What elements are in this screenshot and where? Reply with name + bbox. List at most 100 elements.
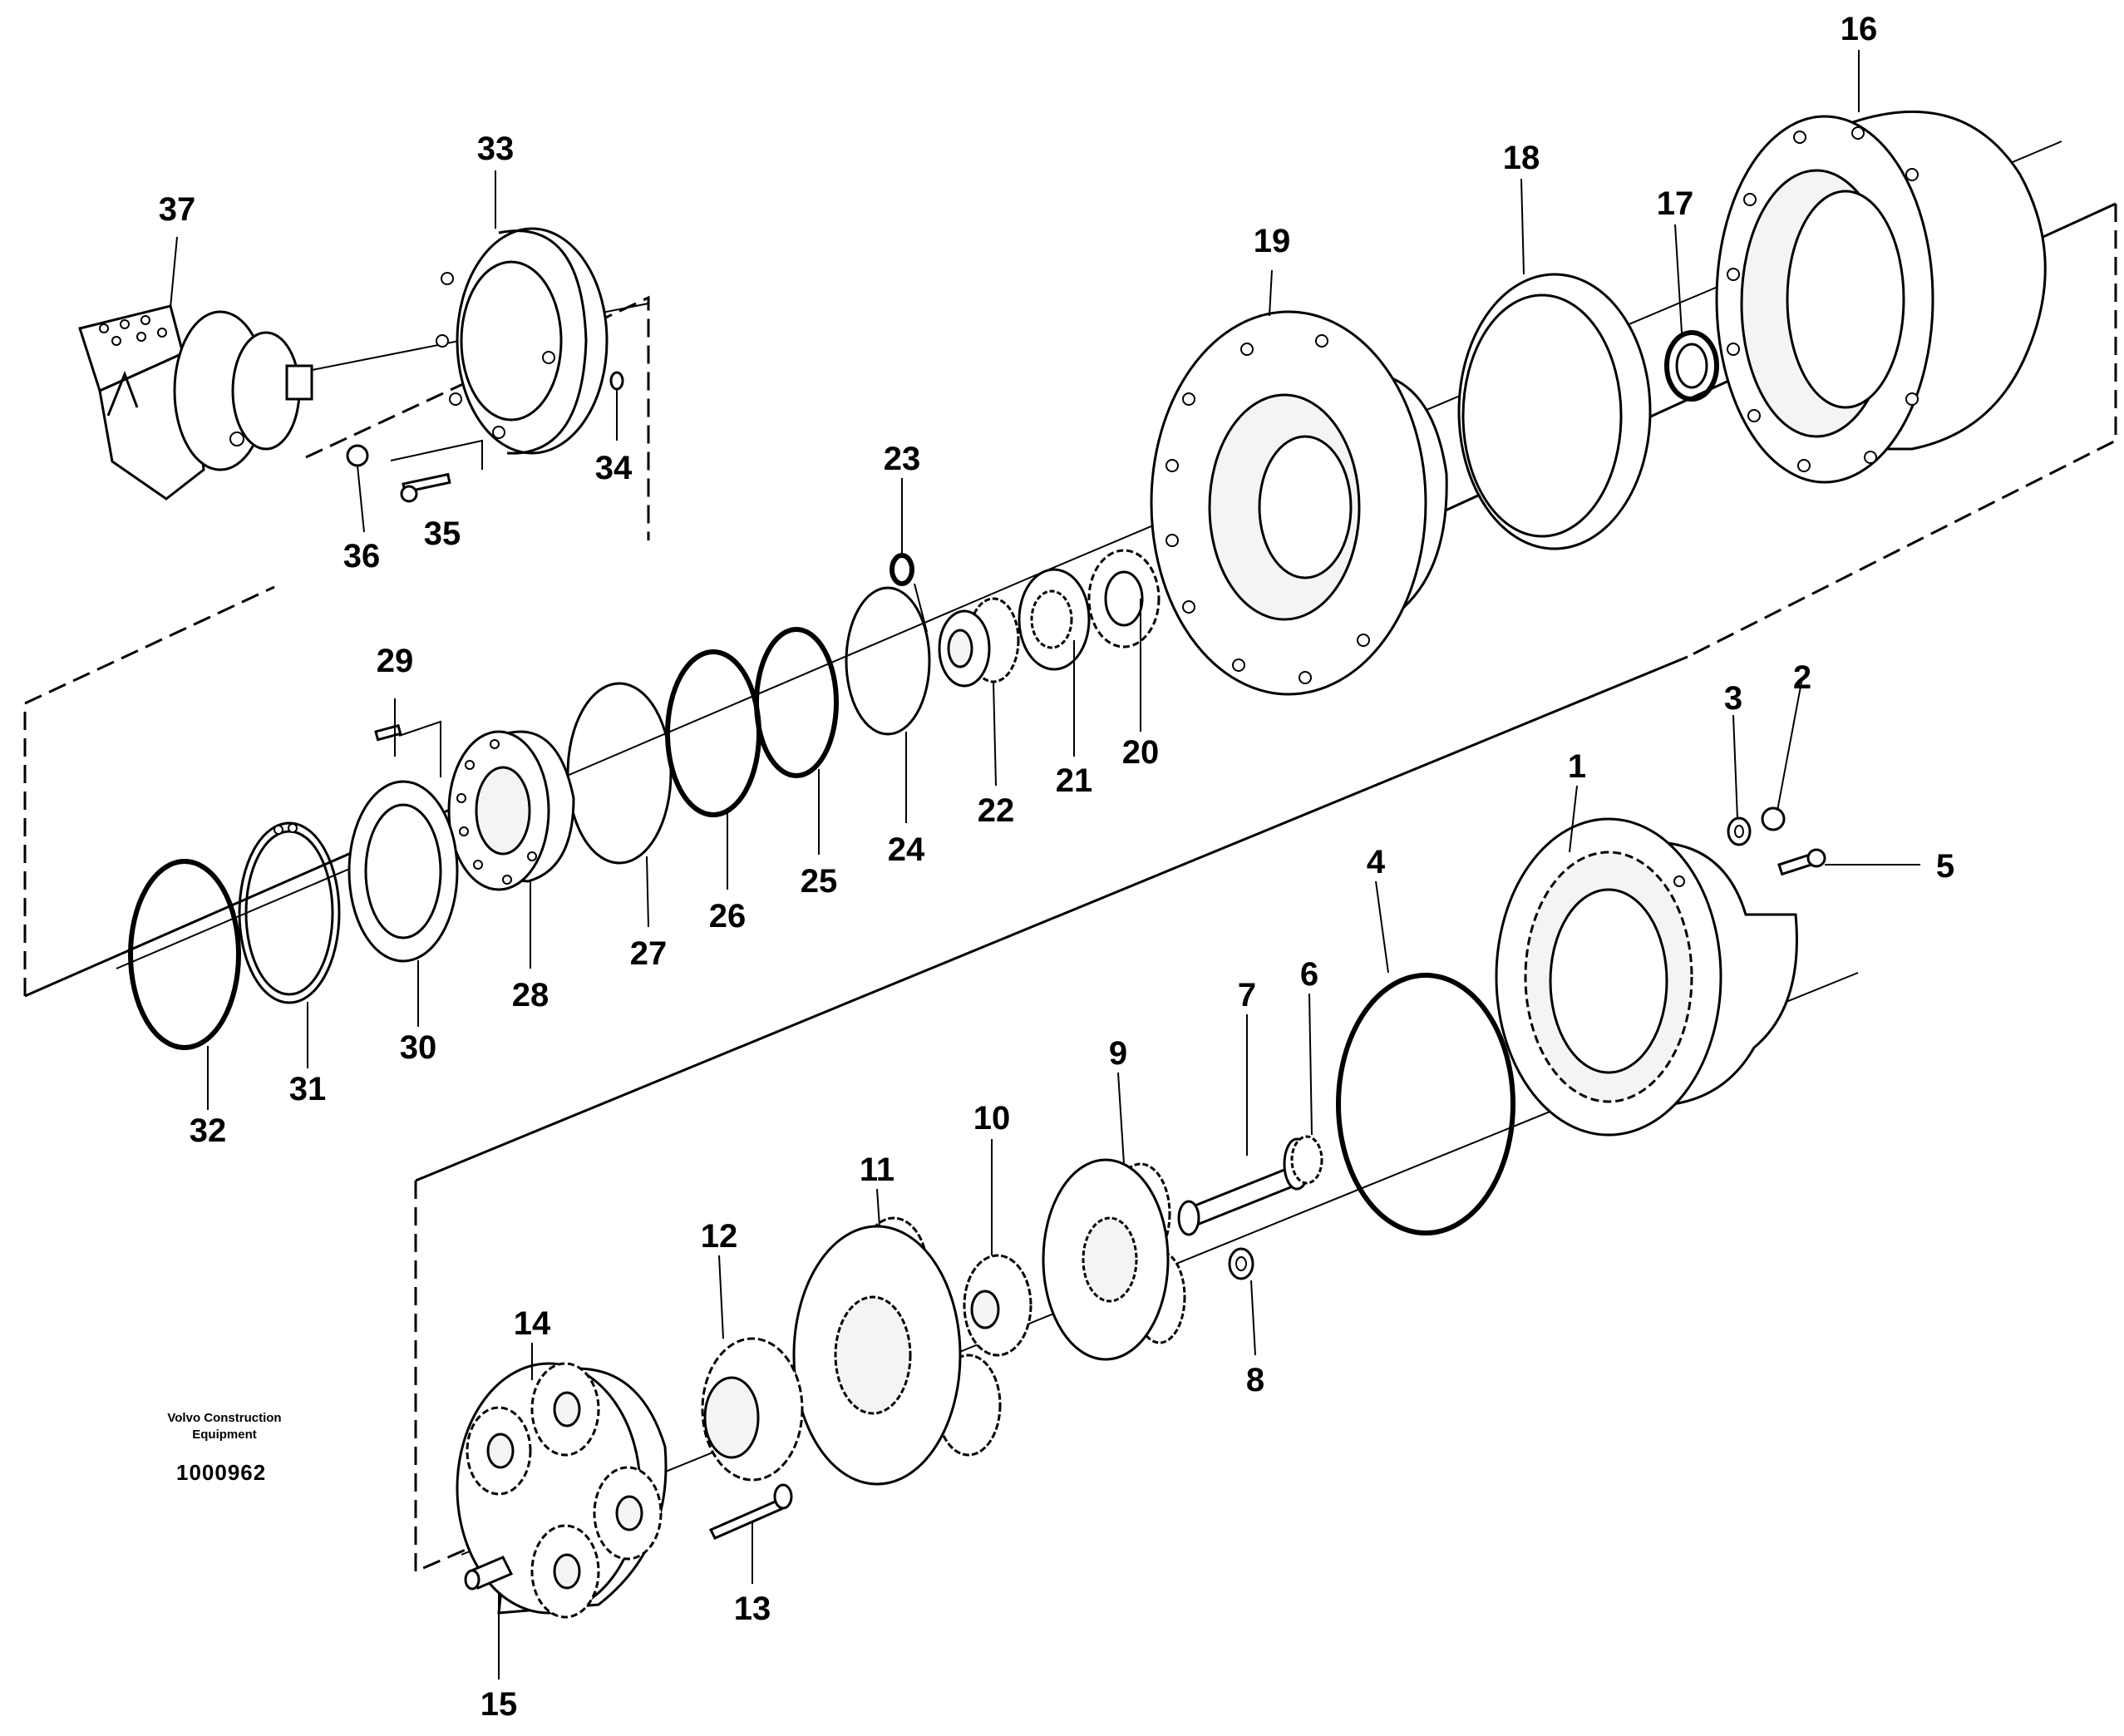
spindle-bolt-hole: [1165, 459, 1179, 472]
callout-11: 11: [860, 1152, 894, 1188]
callout-10: 10: [973, 1100, 1011, 1137]
frame-motor-group: [305, 295, 650, 540]
leader-19: [1269, 269, 1273, 317]
part-21-spline-washer: [1018, 568, 1091, 671]
hub-bolt-hole: [1905, 168, 1919, 181]
part-24-ring: [845, 586, 931, 736]
document-caption: Volvo Construction Equipment 1000962: [167, 1411, 281, 1485]
port-hole: [99, 323, 109, 333]
part-7-shaft: [1177, 1135, 1323, 1236]
plug: [1761, 806, 1786, 831]
part-19-spindle: [1150, 310, 1448, 696]
part-36-nut: [346, 444, 369, 533]
leader-1: [1569, 785, 1578, 853]
carrier-hole: [465, 760, 475, 770]
callout-15: 15: [480, 1686, 518, 1723]
part-16-hub-housing: [1715, 110, 2047, 484]
part-1-ring-gear-housing: [1495, 817, 1798, 1137]
callout-28: 28: [512, 977, 549, 1013]
callout-25: 25: [801, 863, 838, 900]
callout-24: 24: [888, 831, 925, 868]
washer-spline: [1030, 589, 1073, 649]
washer-hole: [1104, 570, 1144, 627]
part-10-sun-gear: [963, 1254, 1032, 1357]
port-hole: [140, 315, 150, 325]
callout-23: 23: [884, 441, 921, 477]
callout-30: 30: [400, 1029, 437, 1066]
hub-bolt-hole: [1743, 193, 1757, 206]
carrier-spline: [1082, 1216, 1138, 1303]
leader-22: [993, 681, 997, 787]
spindle-bolt-hole: [1299, 671, 1312, 684]
part-2-plug: [1761, 806, 1786, 831]
part-12-sun-gear: [701, 1337, 804, 1482]
leader-27: [646, 856, 649, 928]
callout-6: 6: [1300, 956, 1318, 993]
leader-18: [1520, 178, 1525, 275]
axis-middle-left: [116, 573, 1040, 969]
bolt-hole: [542, 351, 555, 364]
part-15-pin: [464, 1556, 514, 1591]
screw-head: [1806, 848, 1826, 868]
frame-lower-diagonal: [415, 655, 1688, 1182]
part-26-ring: [665, 649, 761, 817]
part-33-flange-ring: [436, 227, 609, 455]
carrier-hole: [502, 875, 512, 885]
hub-bolt-hole: [1727, 268, 1740, 281]
leader-9: [1117, 1072, 1125, 1165]
callout-labels: 16 33 18 37 17 19 34 23 35 36 29 2 3 20 …: [159, 11, 1954, 1723]
callout-14: 14: [514, 1305, 551, 1342]
spindle-inner: [1258, 435, 1353, 579]
leader-29-bracket: [398, 720, 441, 777]
motor-shaft-spline: [285, 364, 313, 401]
carrier-hole: [473, 860, 483, 870]
hub-spline-bore: [1786, 190, 1905, 409]
housing-bore: [1549, 888, 1668, 1074]
hub-bolt-hole: [1851, 126, 1865, 140]
carrier-hole: [456, 793, 466, 803]
leader-8: [1250, 1280, 1256, 1356]
flange-rim: [498, 229, 588, 455]
part-20-toothed-washer: [1087, 549, 1161, 649]
bolt-head: [773, 1483, 793, 1510]
callout-9: 9: [1109, 1035, 1127, 1072]
part-35-screw: [390, 439, 483, 503]
flange-bore: [460, 260, 563, 422]
housing-hole: [1673, 875, 1685, 887]
hub-bolt-hole: [1793, 131, 1806, 144]
port-hole: [157, 328, 167, 338]
leader-2: [1777, 677, 1803, 811]
callout-34: 34: [595, 450, 633, 486]
callout-19: 19: [1254, 223, 1291, 259]
gear-bore: [947, 629, 973, 668]
spindle-bolt-hole: [1165, 534, 1179, 547]
snap-ring-eye: [288, 823, 298, 833]
spindle-bolt-hole: [1315, 334, 1328, 348]
leader-37: [170, 236, 178, 308]
hub-bolt-hole: [1905, 392, 1919, 406]
carrier-hole: [527, 851, 537, 861]
callout-22: 22: [978, 792, 1015, 829]
part-14-planetary-assembly: [456, 1362, 668, 1619]
callout-7: 7: [1238, 977, 1256, 1013]
part-5-screw: [1777, 848, 1826, 876]
carrier-hole: [459, 826, 469, 836]
carrier-bore: [475, 766, 531, 856]
pin: [374, 723, 402, 742]
port-hole: [136, 332, 146, 342]
snap-ring-outer: [238, 821, 341, 1004]
carrier-hole: [490, 739, 500, 749]
bolt-hole: [449, 392, 462, 406]
seal-outer: [1664, 330, 1719, 402]
part-6-shaft-gear: [1290, 1135, 1323, 1185]
leader-12: [718, 1255, 724, 1339]
part-22-gear: [938, 597, 1020, 688]
part-23-circlip: [890, 553, 914, 586]
hub-bolt-hole: [1797, 459, 1811, 472]
motor-rib: [106, 370, 139, 417]
part-8-nut: [1228, 1247, 1254, 1280]
callout-2: 2: [1793, 659, 1811, 696]
callout-36: 36: [343, 538, 381, 575]
